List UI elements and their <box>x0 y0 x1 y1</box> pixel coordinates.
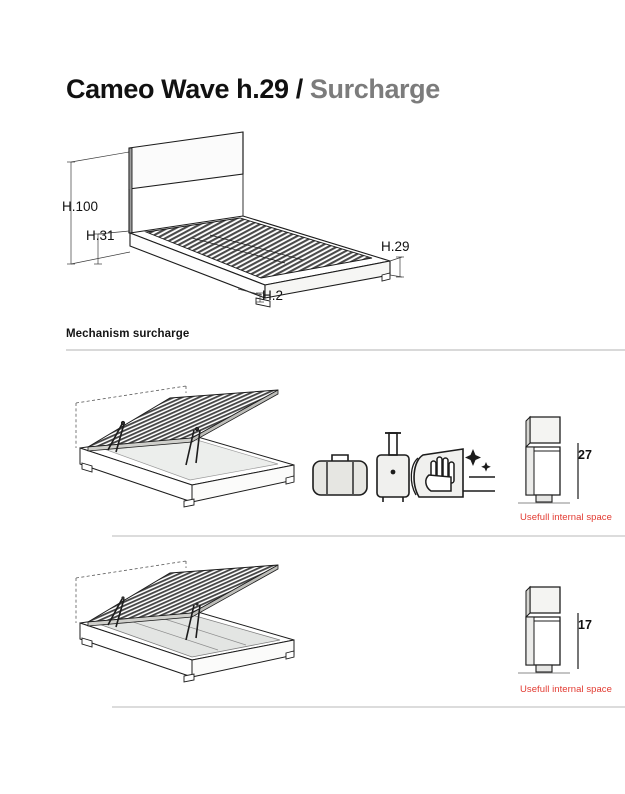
rolling-luggage-icon <box>376 432 410 502</box>
bed-isometric-diagram <box>67 131 404 308</box>
sparkle-icon <box>465 449 491 472</box>
section-dimension-value-2: 17 <box>578 618 592 632</box>
hand-cleaning-icon <box>410 448 464 498</box>
row-divider-2 <box>112 706 625 708</box>
row-divider-1 <box>112 535 625 537</box>
cross-section-diagram-1 <box>518 415 579 504</box>
section-divider <box>66 349 625 351</box>
page-title-variant: Surcharge <box>309 74 440 104</box>
page-title-product: Cameo Wave h.29 <box>66 74 289 104</box>
storage-usage-icon-group <box>312 432 495 502</box>
suitcase-icon <box>312 454 368 496</box>
dimension-label-foot-height: H.2 <box>262 288 284 303</box>
dimension-label-headboard-height: H.100 <box>62 199 99 214</box>
page-title-separator: / <box>295 74 304 104</box>
caption-usefull-internal-space-2: Usefull internal space <box>520 684 612 695</box>
caption-usefull-internal-space-1: Usefull internal space <box>520 512 612 523</box>
section-heading: Mechanism surcharge <box>66 328 190 340</box>
section-dimension-value-1: 27 <box>578 448 592 462</box>
storage-bed-open-diagram-1 <box>75 385 295 508</box>
storage-bed-open-diagram-2 <box>75 560 295 683</box>
dimension-label-side-height: H.29 <box>381 239 410 254</box>
dimension-label-frame-top-height: H.31 <box>86 228 115 243</box>
cross-section-diagram-2 <box>518 585 579 674</box>
page-title: Cameo Wave h.29 / Surcharge <box>66 74 440 105</box>
